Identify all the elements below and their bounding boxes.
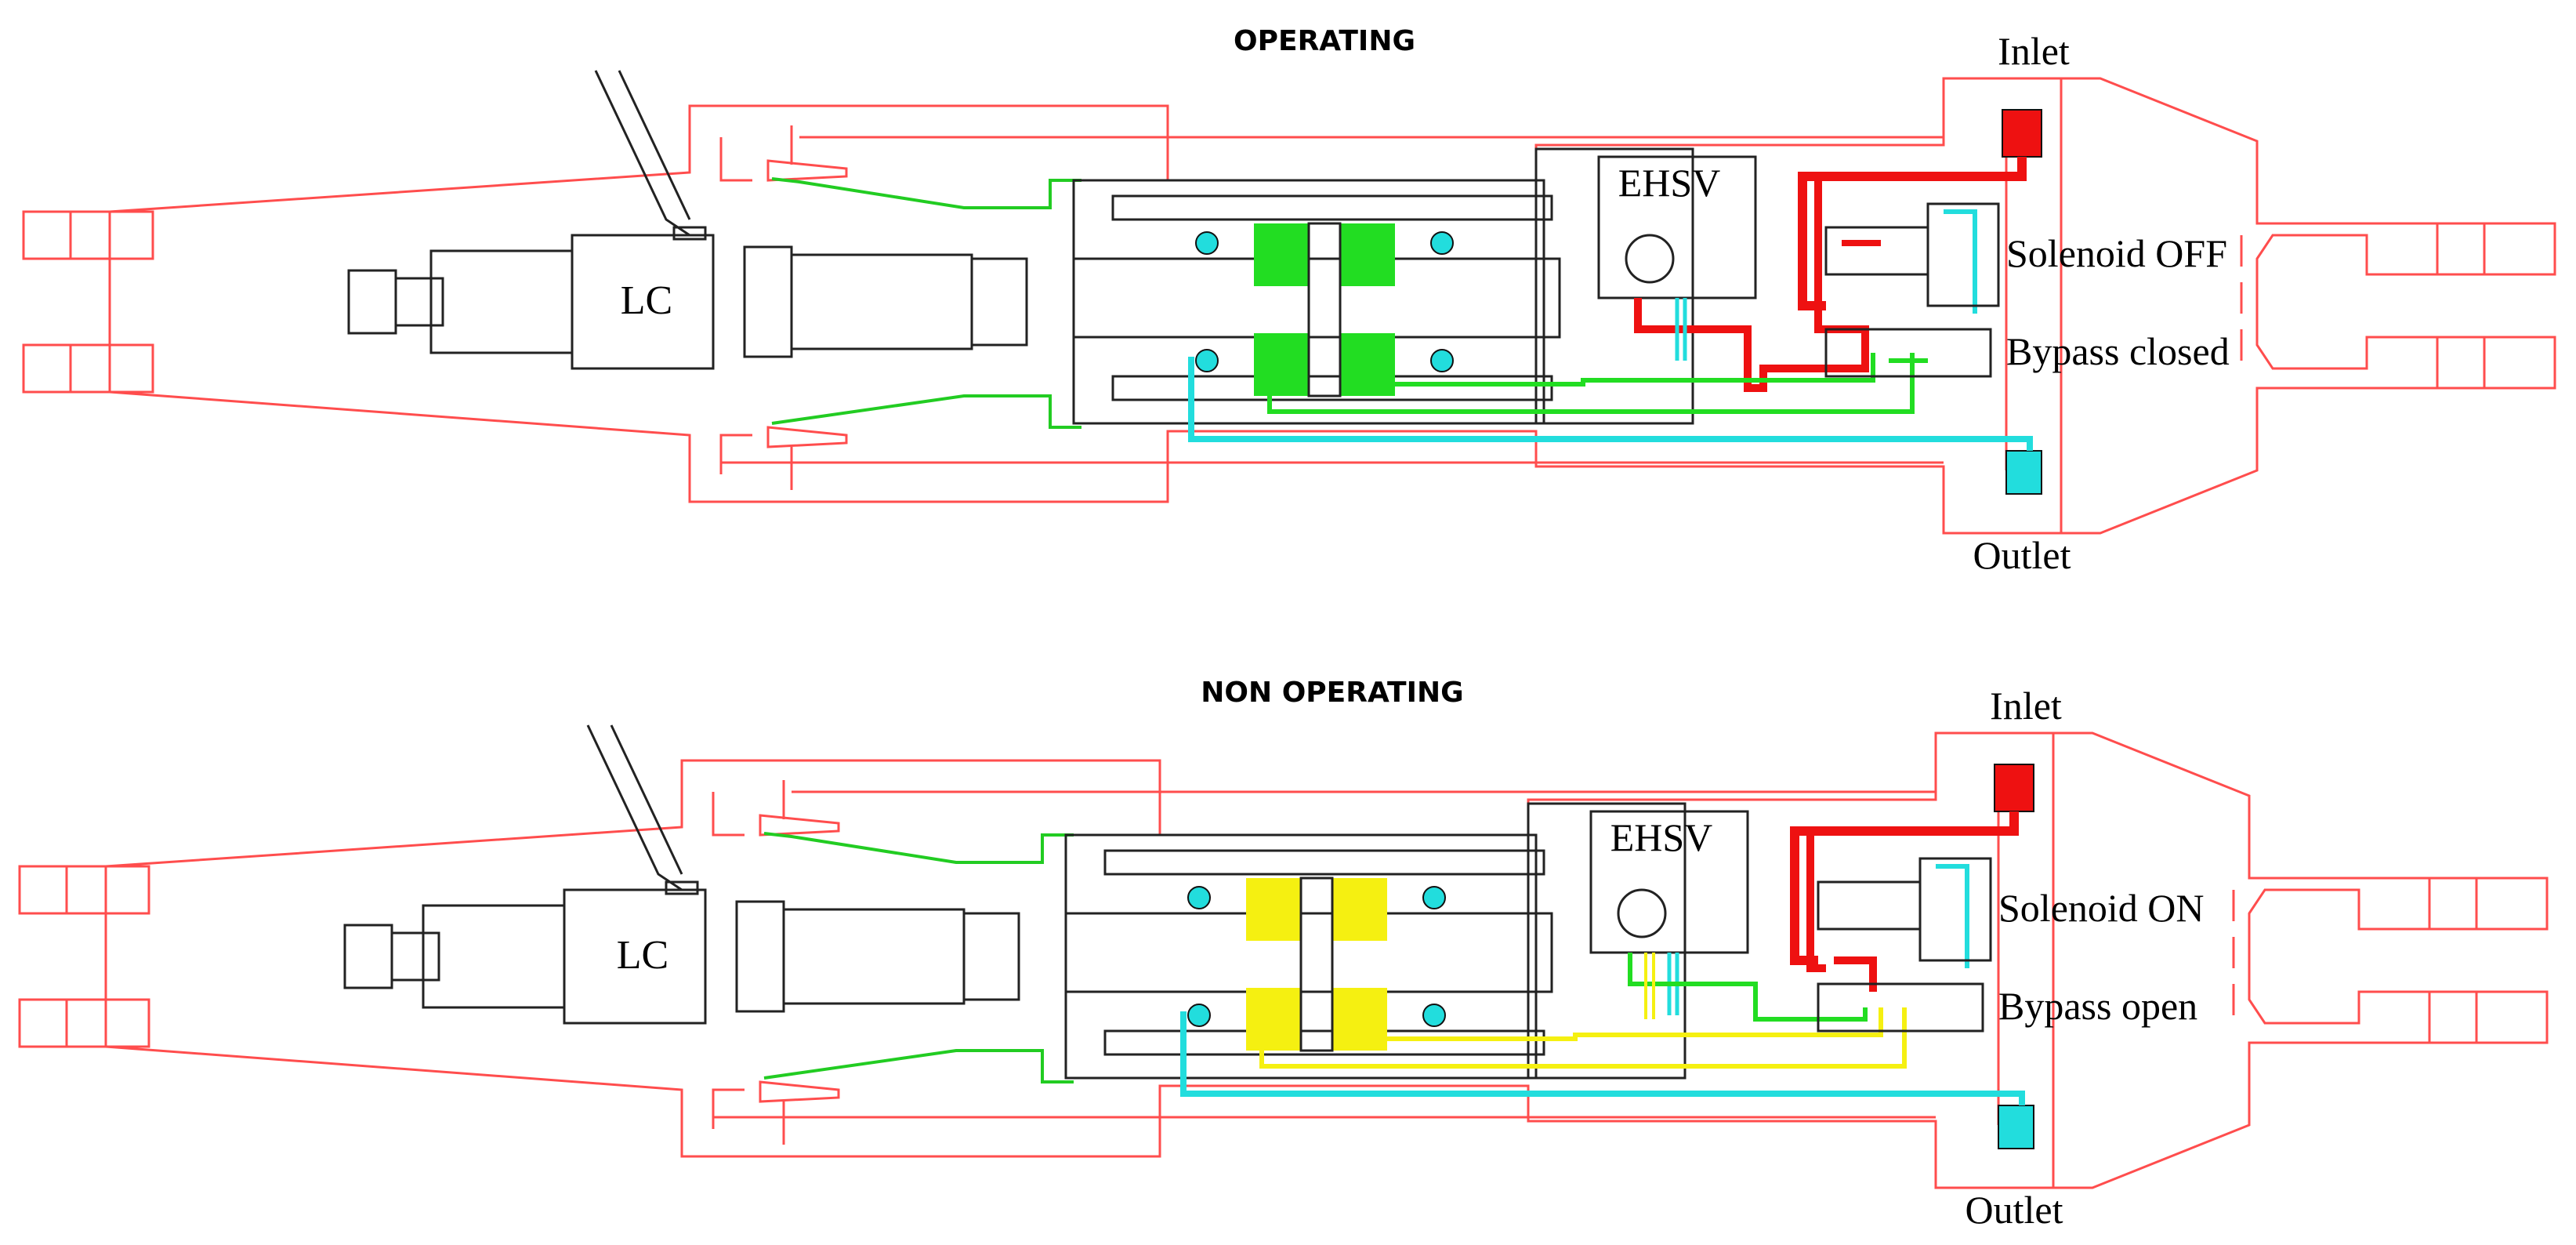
panel-title: NON OPERATING [1201,677,1463,709]
inlet-label: Inlet [1998,29,2070,73]
load-cell: LC [343,724,1020,1025]
solenoid-label: Solenoid ON [1998,886,2205,930]
pressure-lines [1259,953,1907,1069]
green-line-top [763,832,1074,864]
actuator-body [1072,147,1694,425]
solenoid-valve [1817,857,1992,1033]
solenoid-valve [1824,202,2000,378]
actuator-body [1064,802,1687,1080]
inlet-label: Inlet [1990,684,2062,728]
lc-label: LC [617,933,668,978]
chamber-right-top [1332,878,1387,941]
outlet-port [2005,450,2042,495]
chamber-left-bottom [1246,988,1301,1051]
green-line-top [771,177,1081,209]
supply-lines [1790,764,2034,992]
inlet-port [1994,764,2034,812]
return-lines [1180,864,2034,1149]
green-line-bottom [763,1049,1074,1083]
outlet-label: Outlet [1966,1188,2063,1232]
outlet-label: Outlet [1973,533,2071,577]
pressure-lines [1267,353,1928,414]
chamber-left-top [1254,223,1309,286]
chamber-right-top [1340,223,1395,286]
ehsv-label: EHSV [1610,815,1713,859]
green-line-bottom [771,394,1081,429]
panel-non-operating: NON OPERATING LC [18,677,2549,1232]
chamber-left-bottom [1254,333,1309,396]
outlet-port [1998,1105,2034,1149]
ehsv-label: EHSV [1618,161,1721,205]
supply-lines [1634,109,2042,392]
lc-label: LC [621,278,672,323]
load-cell: LC [347,70,1028,370]
ehsv: EHSV [1589,810,1749,954]
housing-outline [22,77,2556,535]
inlet-port [2002,109,2042,158]
chamber-left-top [1246,878,1301,941]
ehsv: EHSV [1597,155,1757,299]
solenoid-label: Solenoid OFF [2006,231,2227,275]
return-lines [1188,209,2042,495]
bypass-label: Bypass closed [2006,329,2230,373]
panel-operating: OPERATING L [22,25,2556,577]
panel-title: OPERATING [1234,25,1415,57]
housing-outline [18,731,2549,1189]
bypass-label: Bypass open [1998,984,2197,1028]
